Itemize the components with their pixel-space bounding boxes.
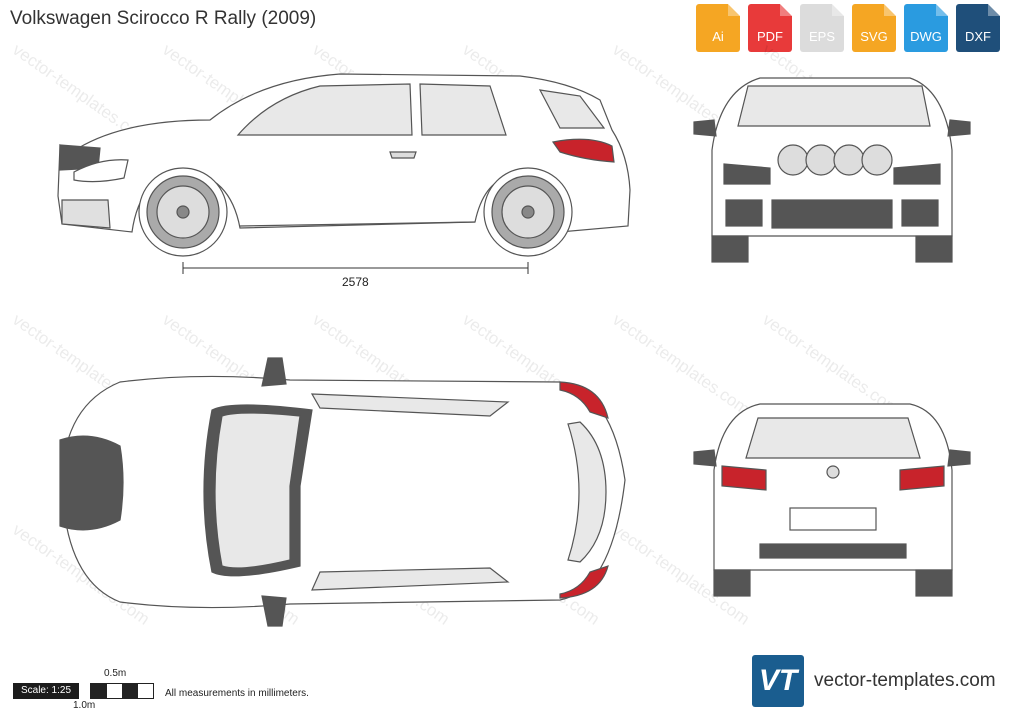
wheelbase-dimension <box>182 262 529 274</box>
wheelbase-label: 2578 <box>342 275 369 289</box>
brand-site[interactable]: vector-templates.com <box>814 670 996 691</box>
front-view <box>693 77 971 263</box>
rear-view <box>693 403 971 597</box>
format-icons: Ai PDF EPS SVG DWG DXF <box>696 4 1000 52</box>
brand[interactable]: VT vector-templates.com <box>752 655 996 707</box>
pdf-file-icon[interactable]: PDF <box>748 4 792 52</box>
scale-bar <box>90 683 154 699</box>
svg-file-icon[interactable]: SVG <box>852 4 896 52</box>
eps-file-icon[interactable]: EPS <box>800 4 844 52</box>
side-view <box>57 73 631 257</box>
measurement-note: All measurements in millimeters. <box>165 688 309 699</box>
scale-half-label: 0.5m <box>104 668 127 679</box>
scale-label: Scale: 1:25 <box>13 683 79 699</box>
scale-full-label: 1.0m <box>73 700 96 711</box>
ai-file-icon[interactable]: Ai <box>696 4 740 52</box>
dwg-file-icon[interactable]: DWG <box>904 4 948 52</box>
dxf-file-icon[interactable]: DXF <box>956 4 1000 52</box>
page-title: Volkswagen Scirocco R Rally (2009) <box>10 8 317 29</box>
top-view <box>59 357 626 627</box>
vt-logo-icon: VT <box>752 655 804 707</box>
